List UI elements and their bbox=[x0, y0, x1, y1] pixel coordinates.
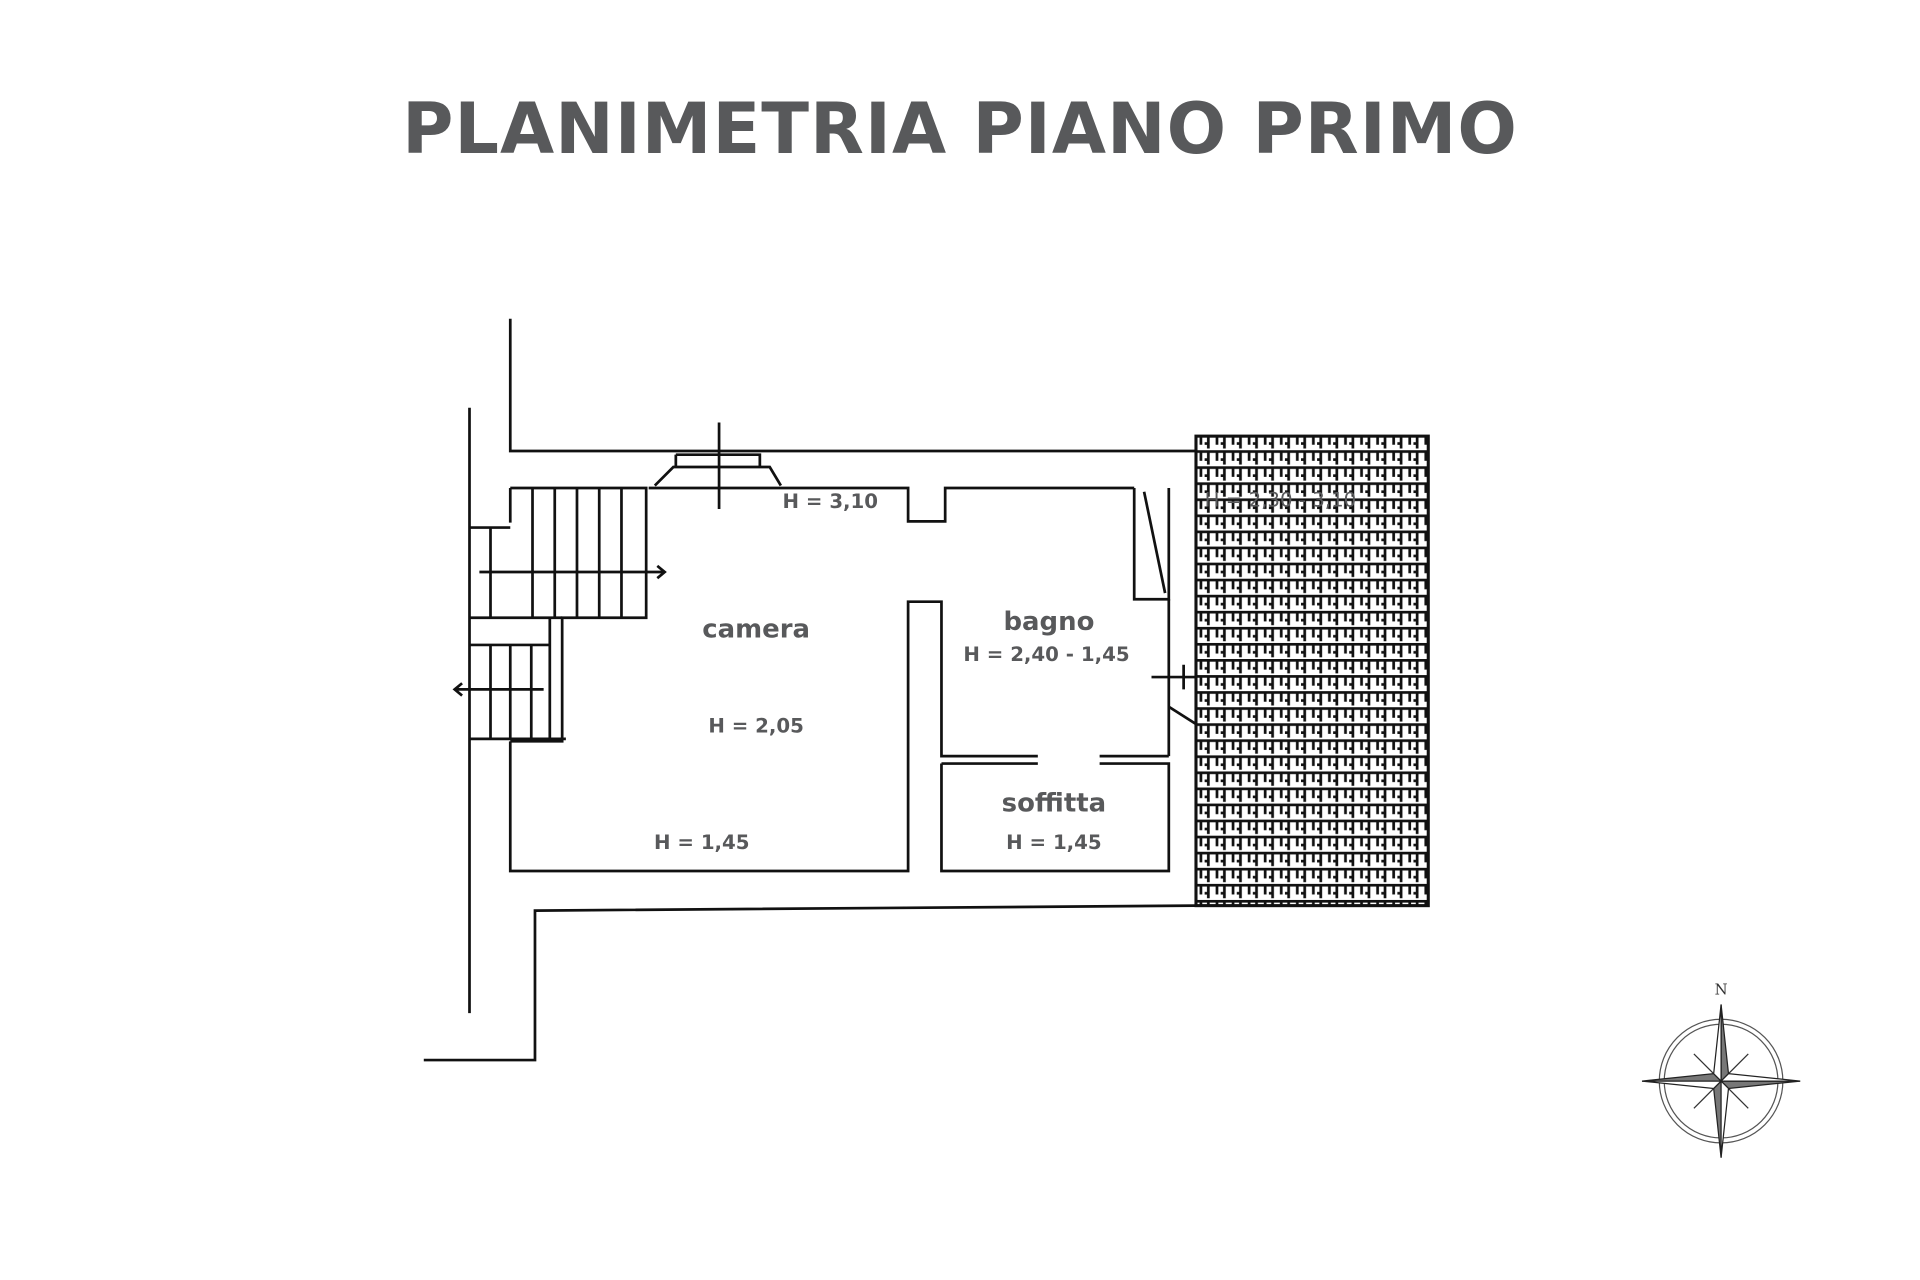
room-label-camera: camera bbox=[702, 615, 810, 645]
room-label-soffitta: soffitta bbox=[1002, 789, 1107, 819]
window-top bbox=[653, 422, 783, 510]
plan-title: PLANIMETRIA PIANO PRIMO bbox=[402, 88, 1518, 170]
soffitta-height: H = 1,45 bbox=[1006, 831, 1102, 854]
camera-height-top: H = 3,10 bbox=[782, 490, 878, 513]
roof-height: H = 2,30 - 3,10 bbox=[1205, 489, 1357, 512]
outer-walls bbox=[423, 318, 1201, 1062]
roof-tiles bbox=[1194, 434, 1430, 908]
bagno-height: H = 2,40 - 1,45 bbox=[963, 643, 1129, 666]
compass-north-label: N bbox=[1715, 982, 1728, 999]
camera-height-low: H = 1,45 bbox=[654, 831, 750, 854]
room-label-bagno: bagno bbox=[1003, 607, 1094, 637]
room-walls bbox=[508, 486, 1224, 873]
compass-rose-icon: N bbox=[1641, 982, 1801, 1158]
staircase bbox=[452, 486, 667, 743]
camera-height-mid: H = 2,05 bbox=[708, 715, 804, 738]
